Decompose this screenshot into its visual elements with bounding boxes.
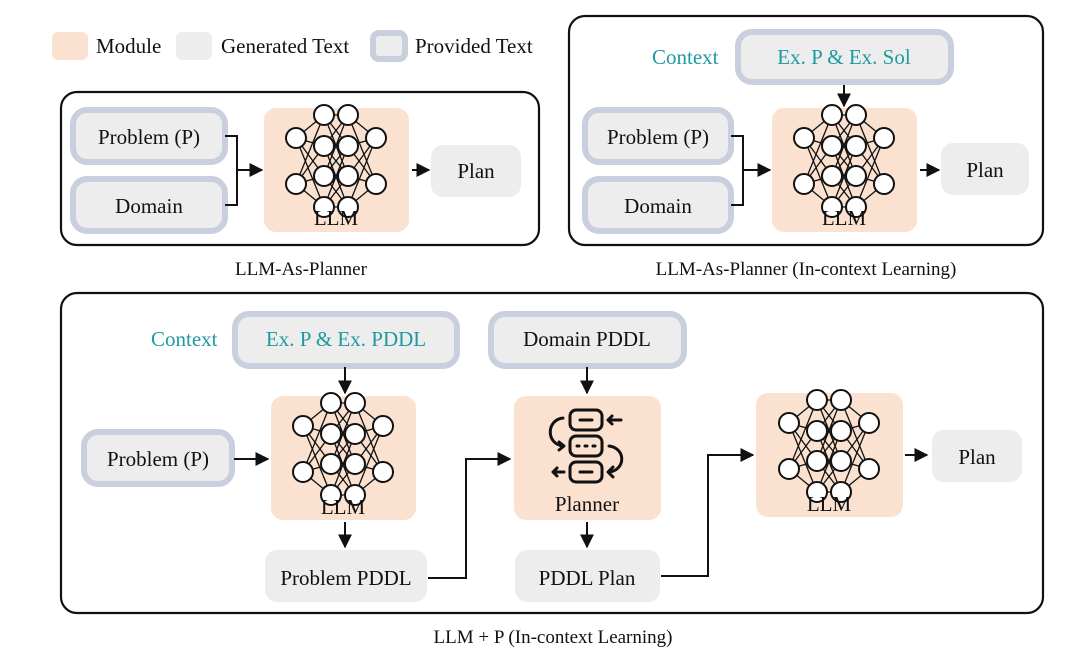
planner-icon — [548, 408, 624, 484]
legend-generated-swatch — [176, 32, 212, 60]
context-box — [232, 311, 460, 369]
domain-pddl-box — [488, 311, 687, 369]
plan-box — [932, 430, 1022, 482]
problem-label: Problem (P) — [107, 447, 209, 471]
llm-label: LLM — [314, 206, 359, 230]
plan-box — [941, 143, 1029, 195]
panel-3-frame — [59, 291, 1045, 615]
pddl-plan-label: PDDL Plan — [539, 566, 636, 590]
panel-1-frame — [59, 90, 541, 247]
context-label: Context — [652, 45, 719, 69]
panel-llm-as-planner: Problem (P) Domain LLM Plan LLM-As-Plann… — [59, 90, 541, 280]
domain-pddl-label: Domain PDDL — [523, 327, 651, 351]
plan-label: Plan — [966, 158, 1004, 182]
panel-2-frame — [567, 14, 1045, 247]
domain-label: Domain — [115, 194, 183, 218]
plan-label: Plan — [457, 159, 495, 183]
llm-2-label: LLM — [807, 492, 852, 516]
problem-pddl-box — [265, 550, 427, 602]
plan-label: Plan — [958, 445, 996, 469]
problem-box — [81, 429, 235, 487]
llm-label: LLM — [822, 206, 867, 230]
legend-provided-swatch — [370, 30, 408, 62]
llm-1-label: LLM — [321, 495, 366, 519]
panel-llm-as-planner-icl: Context Ex. P & Ex. Sol Problem (P) Doma… — [567, 14, 1045, 280]
problem-pddl-label: Problem PDDL — [280, 566, 411, 590]
problem-label: Problem (P) — [98, 125, 200, 149]
pddl-plan-box — [515, 550, 660, 602]
plan-box — [431, 145, 521, 197]
problem-label: Problem (P) — [607, 125, 709, 149]
legend-provided-label: Provided Text — [415, 34, 533, 58]
context-box — [735, 29, 954, 85]
domain-label: Domain — [624, 194, 692, 218]
legend-module-swatch — [52, 32, 88, 60]
panel-2-caption: LLM-As-Planner (In-context Learning) — [656, 259, 957, 280]
arrow-pddl-plan-to-llm — [661, 448, 755, 577]
panel-llm-plus-p: Context Ex. P & Ex. PDDL Domain PDDL Pro… — [59, 291, 1045, 648]
legend: Module Generated Text Provided Text — [52, 30, 533, 62]
planner-label: Planner — [555, 492, 619, 516]
panel-1-caption: LLM-As-Planner — [235, 259, 368, 280]
arrow-problem-pddl-to-planner — [428, 452, 512, 579]
context-text: Ex. P & Ex. PDDL — [266, 327, 426, 351]
legend-module-label: Module — [96, 34, 161, 58]
context-label: Context — [151, 327, 218, 351]
panel-3-caption: LLM + P (In-context Learning) — [434, 627, 673, 648]
legend-generated-label: Generated Text — [221, 34, 349, 58]
context-text: Ex. P & Ex. Sol — [777, 45, 911, 69]
